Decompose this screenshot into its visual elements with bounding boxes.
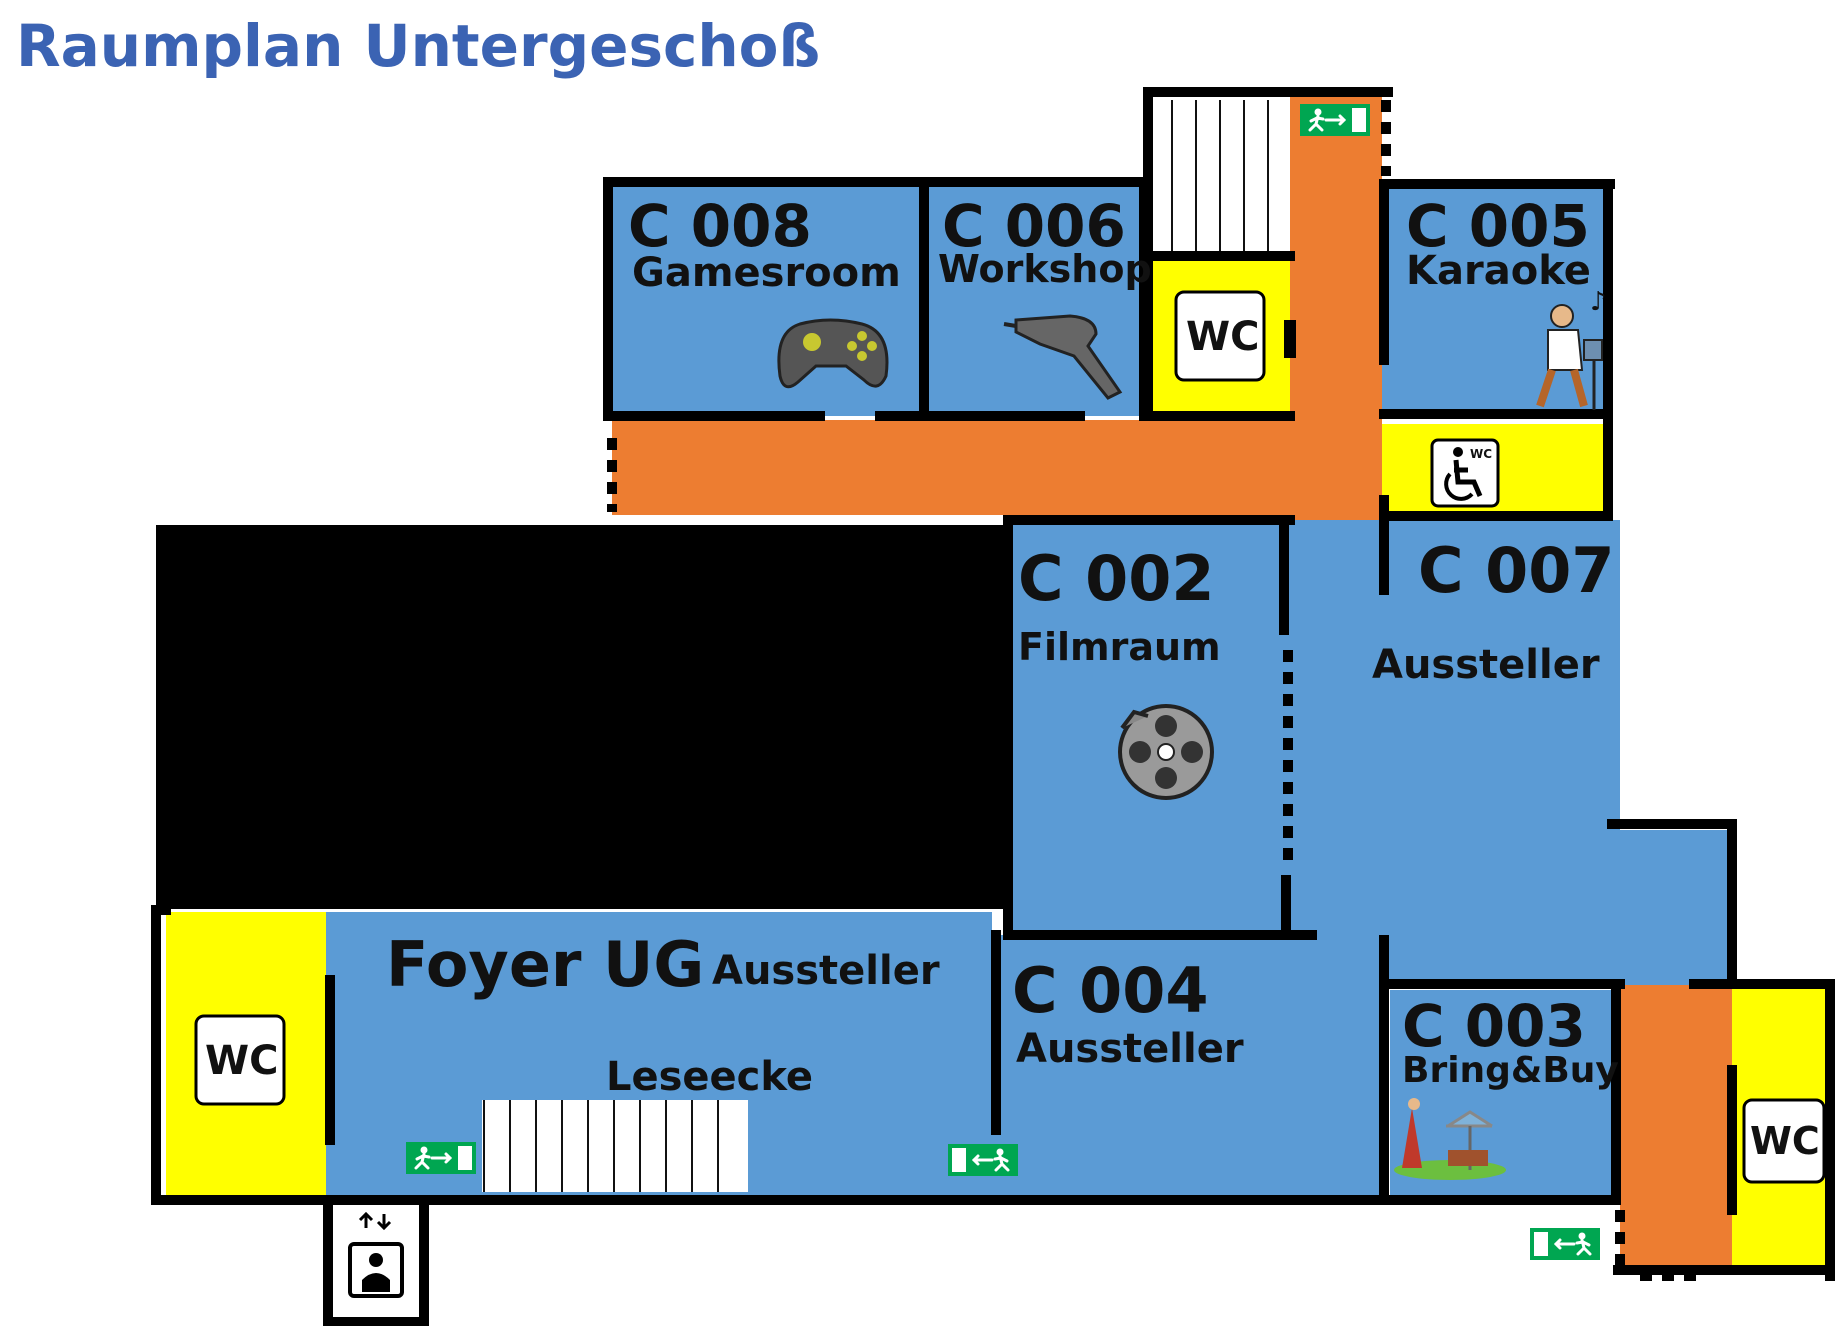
foyer[interactable]: Foyer UG Aussteller Leseecke	[386, 928, 940, 1100]
wc-sign-icon: WC	[1742, 1098, 1826, 1184]
door-markers	[607, 100, 1700, 1281]
room-number: C 008	[628, 192, 812, 260]
room-c004-area[interactable]	[992, 935, 1384, 1200]
singer-icon: ♪	[1536, 287, 1607, 410]
room-number: C 007	[1418, 534, 1615, 607]
flea-market-icon	[1394, 1098, 1506, 1180]
film-reel-icon	[1118, 704, 1214, 800]
svg-text:WC: WC	[1750, 1119, 1820, 1163]
stairs-top-lines	[1171, 100, 1269, 254]
page-title: Raumplan Untergeschoß	[16, 12, 821, 80]
foyer-label: Aussteller	[712, 948, 940, 994]
stairs-icon	[483, 1100, 719, 1192]
room-number: C 003	[1402, 992, 1586, 1060]
svg-text:WC: WC	[1186, 314, 1259, 360]
room-number: C 004	[1012, 954, 1209, 1027]
room-name: Karaoke	[1406, 248, 1591, 294]
corridor-bottom-right	[1620, 985, 1732, 1275]
corridor-vertical	[1290, 92, 1382, 590]
room-name: Filmraum	[1018, 625, 1221, 669]
room-name: Aussteller	[1372, 642, 1600, 688]
elevator-icon	[342, 1210, 410, 1310]
foyer-name: Foyer UG	[386, 928, 704, 1001]
svg-text:WC: WC	[205, 1038, 278, 1084]
room-c007[interactable]: C 007 Aussteller	[1372, 534, 1615, 688]
svg-text:♪: ♪	[1590, 287, 1607, 317]
reading-corner-label: Leseecke	[606, 1054, 813, 1100]
room-name: Aussteller	[1016, 1026, 1244, 1072]
emergency-exit-icon	[1298, 102, 1372, 138]
room-number: C 002	[1018, 542, 1215, 615]
room-name: Gamesroom	[632, 250, 901, 296]
glue-gun-icon	[1003, 314, 1123, 400]
emergency-exit-icon	[1528, 1226, 1602, 1262]
room-name: Bring&Buy	[1402, 1050, 1619, 1091]
gamepad-icon	[777, 318, 889, 389]
wc-sign-icon: WC	[1174, 290, 1266, 382]
room-c005[interactable]: C 005 Karaoke	[1406, 192, 1591, 294]
room-c006[interactable]: C 006 Workshop	[938, 192, 1152, 291]
room-c003[interactable]: C 003 Bring&Buy	[1402, 992, 1619, 1091]
inaccessible-area	[156, 525, 1008, 909]
room-c004[interactable]: C 004 Aussteller	[1012, 954, 1244, 1072]
room-c005-area[interactable]	[1382, 186, 1606, 412]
emergency-exit-icon	[404, 1140, 478, 1176]
walls	[151, 87, 1835, 1326]
wc-sign-icon: WC	[194, 1014, 286, 1106]
corridor-top	[612, 420, 1382, 515]
room-c008[interactable]: C 008 Gamesroom	[628, 192, 901, 296]
accessible-wc-icon: WC	[1430, 438, 1500, 508]
room-number: C 006	[942, 192, 1126, 260]
svg-text:WC: WC	[1470, 447, 1492, 461]
room-name: Workshop	[938, 247, 1152, 291]
room-number: C 005	[1406, 192, 1590, 260]
room-c007-area[interactable]	[1280, 520, 1620, 830]
room-c002[interactable]: C 002 Filmraum	[1018, 542, 1221, 669]
emergency-exit-icon	[946, 1142, 1020, 1178]
